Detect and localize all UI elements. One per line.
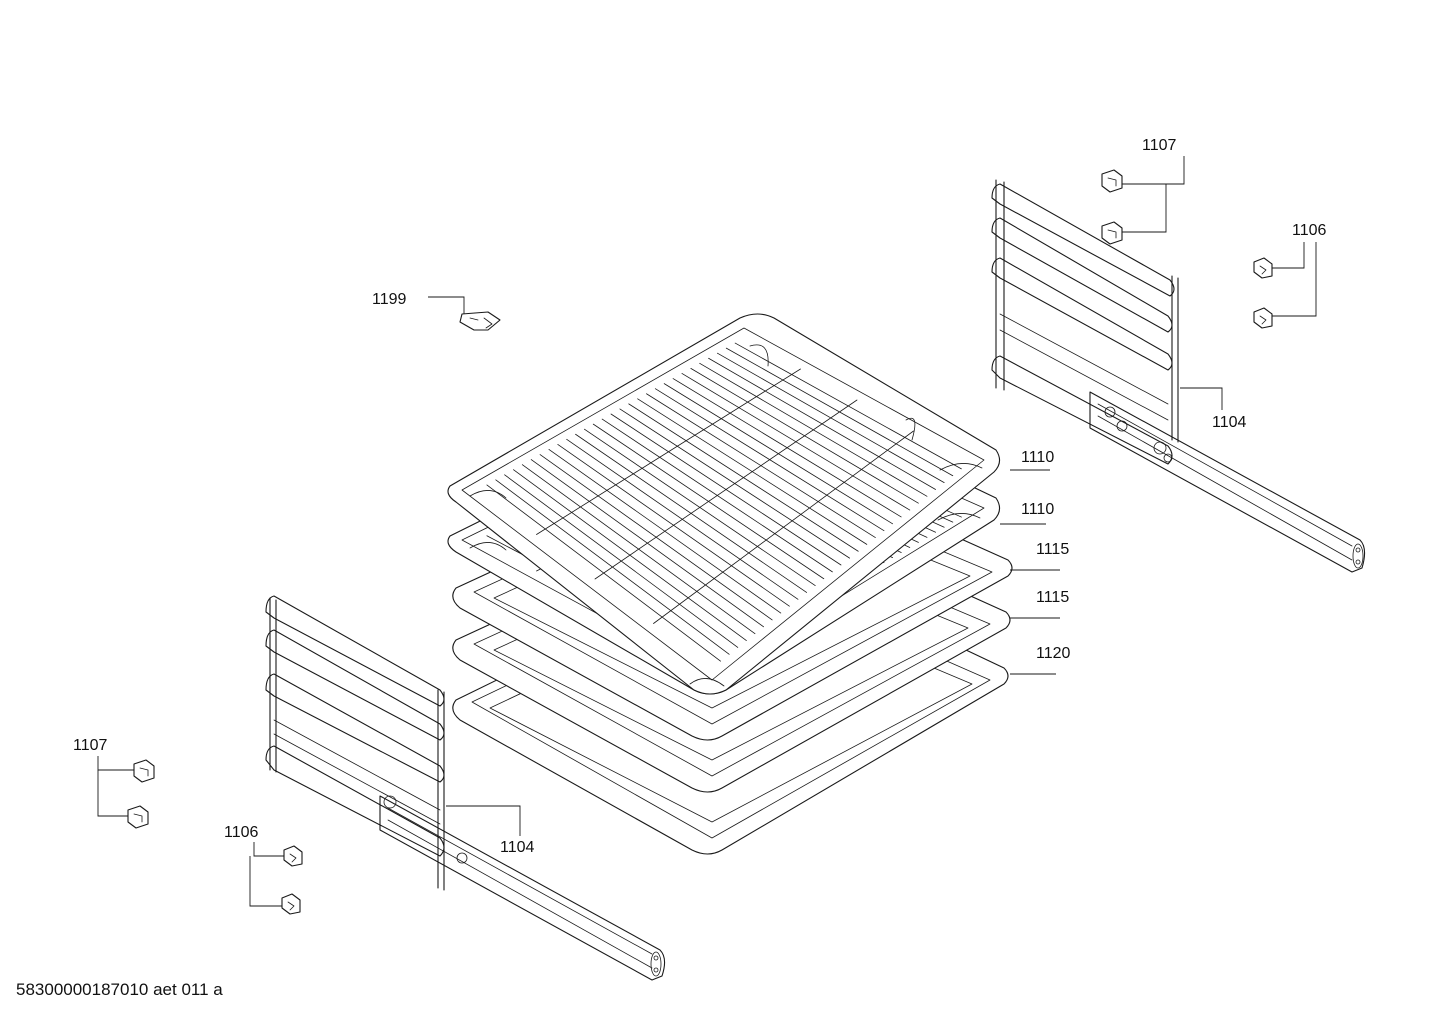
clip-1106-right-lower (1253, 307, 1273, 329)
label-1104-left: 1104 (500, 839, 535, 856)
clip-1106-left-upper (283, 845, 303, 867)
label-1115-first: 1115 (1036, 541, 1069, 558)
label-1110-second: 1110 (1021, 501, 1054, 518)
leader-lines (97, 156, 1317, 907)
clip-1107-left-lower (127, 805, 149, 829)
label-1106-right: 1106 (1292, 222, 1327, 239)
label-1106-left: 1106 (224, 824, 259, 841)
wire-rack-top (447, 313, 1001, 695)
label-1107-left: 1107 (73, 737, 108, 754)
drawing-id: 58300000187010 aet 011 a (16, 980, 223, 999)
clip-1106-right-upper (1253, 257, 1273, 279)
label-1110-top: 1110 (1021, 449, 1054, 466)
clip-1107-right-lower (1101, 221, 1123, 245)
label-1115-second: 1115 (1036, 589, 1069, 606)
label-1104-right: 1104 (1212, 414, 1247, 431)
rack-1-wire-grid (486, 342, 962, 662)
right-side-rail (991, 179, 1366, 573)
label-1120: 1120 (1036, 645, 1071, 662)
part-labels: 1199 1107 1106 1104 1110 1110 1115 1115 … (73, 137, 1327, 856)
label-1107-right: 1107 (1142, 137, 1177, 154)
clip-1106-left-lower (281, 893, 301, 915)
left-side-rail (265, 595, 666, 981)
clip-1199-part (459, 311, 501, 331)
clip-1107-left-upper (133, 759, 155, 783)
label-1199: 1199 (372, 291, 407, 308)
clip-1107-right-upper (1101, 169, 1123, 193)
